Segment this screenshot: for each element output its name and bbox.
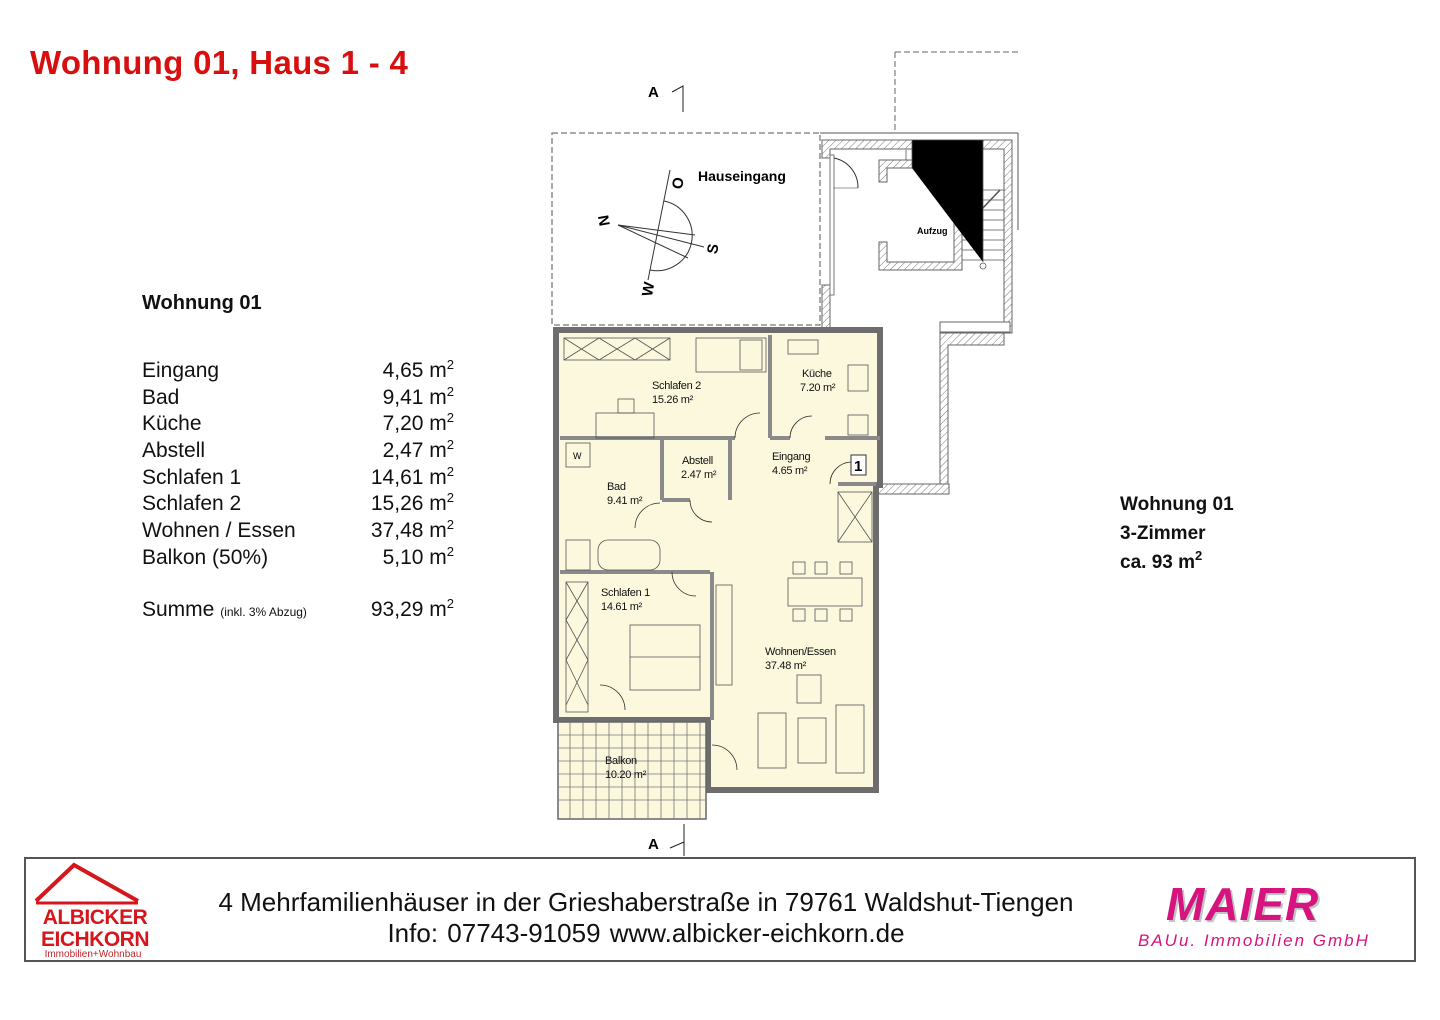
area-row: Abstell 2,47 m2 [142,438,454,465]
roof-icon [34,862,139,905]
summary-size: ca. 93 m [1120,552,1195,573]
svg-text:O: O [669,176,688,191]
room-name: Abstell [142,439,206,463]
maier-logo-sub: BAUu. Immobilien GmbH [1138,931,1370,950]
room-label-bad: Bad [607,481,626,493]
room-area-schlafen2: 15.26 m² [652,394,694,406]
logo-line1: ALBICKER [42,906,148,929]
room-name: Bad [142,385,180,409]
elevator-label: Aufzug [917,226,948,236]
room-label-balkon: Balkon [605,755,637,767]
unit-exponent: 2 [446,437,454,453]
room-area: 9,41 m [382,385,447,409]
room-name: Wohnen / Essen [142,519,296,543]
room-label-schlafen2: Schlafen 2 [652,380,701,392]
room-area: 2,47 m [382,439,447,463]
unit-exponent: 2 [446,490,454,506]
unit-exponent: 2 [446,410,454,426]
svg-text:A: A [648,84,659,101]
room-area: 5,10 m [382,545,447,569]
svg-text:N: N [594,214,613,228]
room-name: Küche [142,412,202,436]
room-area-wohnen: 37.48 m² [765,660,807,672]
room-name: Eingang [142,359,220,382]
unit-exponent: 2 [446,517,454,533]
sum-value: 93,29 m [370,598,447,621]
footer-contact: Info: 07743-91059 www.albicker-eichkorn.… [387,918,905,948]
summary-apartment: Wohnung 01 [1120,494,1234,515]
room-area-kueche: 7.20 m² [800,382,836,394]
room-area: 37,48 m [370,519,447,543]
unit-exponent: 2 [1195,548,1203,563]
room-label-schlafen1: Schlafen 1 [601,587,650,599]
room-name: Balkon (50%) [142,545,269,569]
room-label-wohnen: Wohnen/Essen [765,646,836,658]
area-row: Küche 7,20 m2 [142,411,454,438]
room-area-abstell: 2.47 m² [681,469,717,481]
room-area-bad: 9.41 m² [607,495,643,507]
floor-plan: A A Hauseingang N O S W Aufzug [551,51,1019,856]
area-row: Wohnen / Essen 37,48 m2 [142,518,454,545]
room-label-kueche: Küche [802,368,832,380]
footer-banner: ALBICKER EICHKORN Immobilien+Wohnbau 4 M… [24,857,1416,962]
albicker-eichkorn-logo: ALBICKER EICHKORN Immobilien+Wohnbau [28,861,156,961]
unit-exponent: 2 [446,357,454,372]
area-row: Bad 9,41 m2 [142,385,454,412]
room-label-eingang: Eingang [772,451,810,463]
washer-label: W [573,451,582,461]
svg-text:W: W [639,280,658,298]
apartment-summary: Wohnung 01 3-Zimmer ca. 93 m2 [1120,490,1234,577]
room-name: Schlafen 2 [142,492,242,516]
room-label-abstell: Abstell [682,455,713,467]
unit-exponent: 2 [446,543,454,559]
sum-label: Summe [142,598,215,621]
area-row: Schlafen 1 14,61 m2 [142,465,454,492]
room-area-balkon: 10.20 m² [605,769,647,781]
room-area: 15,26 m [370,492,447,516]
logo-line2: EICHKORN [40,928,150,951]
page-title: Wohnung 01, Haus 1 - 4 [30,44,409,81]
apartment-floor: 1 W [553,327,883,820]
unit-number: 1 [854,458,862,475]
sum-note: (inkl. 3% Abzug) [220,605,307,619]
area-row: Eingang 4,65 m2 [142,358,454,385]
entrance-label: Hauseingang [698,168,786,184]
summary-rooms: 3-Zimmer [1120,523,1206,544]
logo-sub: Immobilien+Wohnbau [44,949,142,960]
unit-exponent: 2 [446,383,454,399]
room-area-eingang: 4.65 m² [772,465,808,477]
footer-address: 4 Mehrfamilienhäuser in der Grieshaberst… [218,887,1074,917]
room-area-schlafen1: 14.61 m² [601,601,643,613]
room-area: 4,65 m [382,359,447,382]
area-row: Balkon (50%) 5,10 m2 [142,545,454,572]
compass-rose: N O S W [594,169,723,298]
section-marker-top: A [648,84,684,112]
maier-logo: MAIER [1166,878,1320,930]
room-area: 7,20 m [382,412,447,436]
section-marker-bottom: A [648,824,685,856]
room-name: Schlafen 1 [142,465,242,489]
room-area: 14,61 m [370,465,447,489]
area-list-heading: Wohnung 01 [142,292,262,314]
unit-exponent: 2 [446,596,454,611]
area-sum-row: Summe (inkl. 3% Abzug) 93,29 m2 [142,596,454,622]
svg-text:A: A [648,836,659,853]
area-row: Schlafen 2 15,26 m2 [142,491,454,518]
svg-text:S: S [704,242,722,255]
unit-exponent: 2 [446,463,454,479]
